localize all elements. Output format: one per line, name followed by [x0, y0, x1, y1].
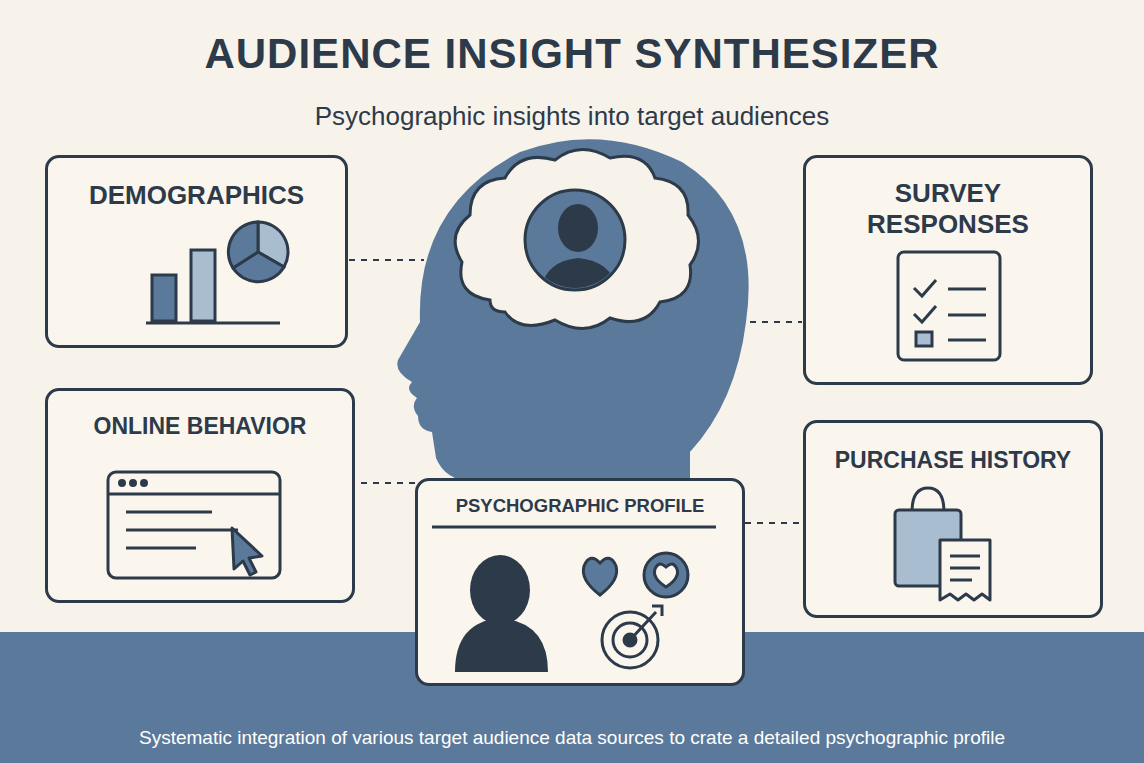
- dashed-connector: [745, 522, 803, 524]
- brain-cloud: [455, 149, 698, 328]
- online-behavior-box: ONLINE BEHAVIOR: [45, 388, 355, 603]
- survey-icon: [898, 252, 1000, 360]
- box-heading: SURVEY RESPONSES: [833, 178, 1063, 240]
- box-heading: ONLINE BEHAVIOR: [55, 413, 345, 441]
- demographics-box: DEMOGRAPHICS: [45, 155, 348, 348]
- profile-icons: [432, 527, 716, 672]
- purchase-box: PURCHASE HISTORY: [803, 420, 1103, 618]
- caption: Systematic integration of various target…: [12, 727, 1132, 749]
- subtitle: Psychographic insights into target audie…: [0, 101, 1144, 132]
- person-silhouette: [540, 204, 618, 300]
- demographics-icon: [146, 222, 288, 323]
- profile-box: PSYCHOGRAPHIC PROFILE: [415, 478, 745, 686]
- box-heading: PURCHASE HISTORY: [813, 447, 1093, 475]
- browser-icon: [108, 472, 280, 578]
- box-heading: PSYCHOGRAPHIC PROFILE: [425, 495, 735, 517]
- title: AUDIENCE INSIGHT SYNTHESIZER: [0, 30, 1144, 78]
- survey-box: SURVEY RESPONSES: [803, 155, 1093, 385]
- shopping-icon: [895, 488, 990, 600]
- box-heading: DEMOGRAPHICS: [57, 180, 337, 211]
